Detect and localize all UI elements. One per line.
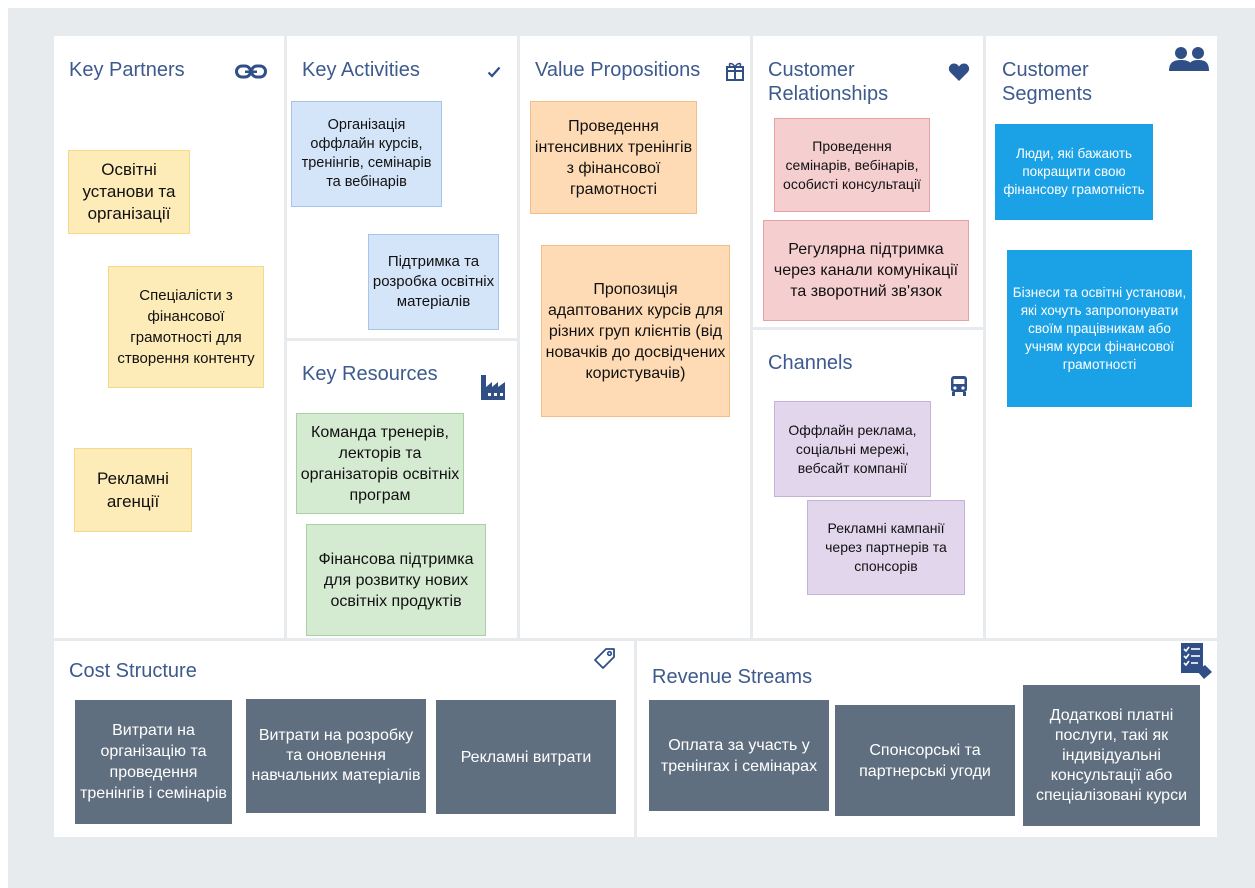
customer-segments-panel: Customer Segments Люди, які бажають покр…: [986, 36, 1217, 638]
price-tag-icon: [594, 648, 615, 669]
customer-relationships-panel: Customer Relationships Проведення семіна…: [753, 36, 983, 327]
checkmark-icon: [487, 66, 501, 78]
resource-note-team: Команда тренерів, лекторів та організато…: [296, 413, 464, 514]
customer-segments-title-line1: Customer: [1002, 59, 1089, 81]
cost-structure-panel: Cost Structure Витрати на організацію та…: [54, 641, 634, 837]
channel-note-offline-ads: Оффлайн реклама, соціальні мережі, вебса…: [774, 401, 931, 497]
channels-panel: Channels Оффлайн реклама, соціальні мере…: [753, 330, 983, 638]
value-propositions-panel: Value Propositions Проведення інтенсивни…: [520, 36, 750, 638]
revenue-note-additional-services: Додаткові платні послуги, такі як індиві…: [1023, 685, 1200, 826]
relationship-note-support: Регулярна підтримка через канали комунік…: [763, 220, 969, 321]
partner-note-education: Освітні установи та організації: [68, 150, 190, 234]
invoice-icon: [1181, 643, 1212, 679]
activity-note-materials: Підтримка та розробка освітніх матеріалі…: [368, 234, 499, 330]
key-resources-panel: Key Resources Команда тренерів, лекторів…: [287, 341, 517, 638]
customer-segments-title: Customer Segments: [1002, 58, 1092, 106]
partner-note-specialists: Спеціалісти з фінансової грамотності для…: [108, 266, 264, 388]
relationship-note-seminars: Проведення семінарів, вебінарів, особист…: [774, 118, 930, 212]
resource-note-funding: Фінансова підтримка для розвитку нових о…: [306, 524, 486, 636]
key-activities-title: Key Activities: [302, 59, 420, 81]
customer-relationships-title: Customer Relationships: [768, 58, 888, 106]
revenue-note-participation: Оплата за участь у тренінгах і семінарах: [649, 700, 829, 811]
factory-icon: [481, 375, 505, 400]
cost-note-materials: Витрати на розробку та оновлення навчаль…: [246, 699, 426, 813]
revenue-streams-title: Revenue Streams: [652, 666, 813, 688]
segment-note-businesses: Бізнеси та освітні установи, які хочуть …: [1007, 250, 1192, 407]
business-model-canvas: Key Partners Освітні установи та організ…: [8, 8, 1255, 888]
cost-structure-title: Cost Structure: [69, 660, 197, 682]
segment-note-individuals: Люди, які бажають покращити свою фінансо…: [995, 124, 1153, 220]
key-resources-title: Key Resources: [302, 363, 438, 385]
key-activities-panel: Key Activities Організація оффлайн курсі…: [287, 36, 517, 338]
truck-icon: [951, 376, 967, 396]
users-icon: [1169, 47, 1209, 71]
heart-icon: [948, 63, 970, 81]
revenue-streams-panel: Revenue Streams Оплата за участь у трені…: [637, 641, 1217, 837]
customer-relationships-title-line2: Relationships: [768, 83, 889, 105]
customer-segments-title-line2: Segments: [1002, 83, 1093, 105]
link-icon: [235, 64, 267, 79]
key-partners-panel: Key Partners Освітні установи та організ…: [54, 36, 284, 638]
channel-note-campaigns: Рекламні кампанії через партнерів та спо…: [807, 500, 965, 595]
customer-relationships-title-line1: Customer: [768, 59, 855, 81]
partner-note-agencies: Рекламні агенції: [74, 448, 192, 532]
channels-title: Channels: [768, 352, 853, 374]
value-note-trainings: Проведення інтенсивних тренінгів з фінан…: [530, 101, 697, 214]
gift-icon: [726, 62, 744, 81]
value-note-adapted-courses: Пропозиція адаптованих курсів для різних…: [541, 245, 730, 417]
revenue-note-sponsorship: Спонсорські та партнерські угоди: [835, 705, 1015, 816]
cost-note-organization: Витрати на організацію та проведення тре…: [75, 700, 232, 824]
cost-note-advertising: Рекламні витрати: [436, 700, 616, 814]
key-partners-title: Key Partners: [69, 59, 185, 81]
value-propositions-title: Value Propositions: [535, 59, 701, 81]
activity-note-courses: Організація оффлайн курсів, тренінгів, с…: [291, 101, 442, 207]
